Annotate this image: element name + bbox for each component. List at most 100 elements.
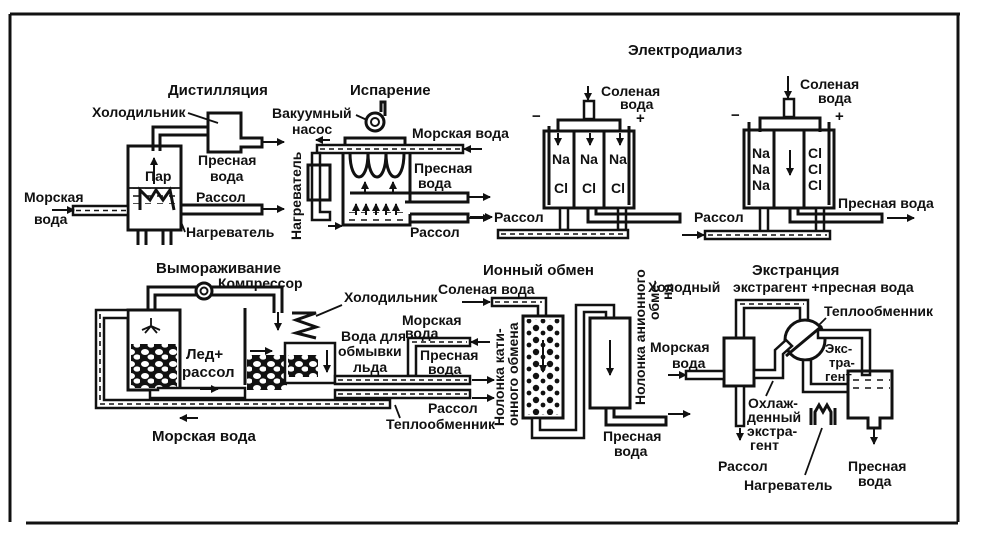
extraction-column [722, 336, 756, 388]
wash-water-label-1: Вода для [341, 328, 406, 344]
electrodialysis-cell-2: Соленая вода − + Na Na Na Cl Cl Cl Рассо… [682, 76, 934, 241]
cooled-extractant-label-1: Охлаж- [748, 395, 798, 411]
extractant-fresh-water-label: экстрагент +пресная вода [733, 279, 914, 295]
extraction-brine-pipe [734, 384, 746, 428]
sea-water-inlet-pipe [71, 204, 130, 217]
extraction-title: Экстранция [752, 262, 839, 279]
evaporation-title: Испарение [350, 82, 431, 99]
compressor-icon [194, 281, 214, 301]
electrodialysis-section: Электродиализ Соленая вода − + Na Na Na … [470, 42, 934, 241]
anion-column-label-3: на [659, 284, 675, 300]
vacuum-pump-label-2: насос [292, 121, 332, 137]
ice-brine-label-1: Лед+ [186, 346, 223, 363]
na-ion-label: Na [752, 145, 770, 161]
distillation-sea-water-label-1: Морская [24, 189, 84, 205]
extraction-fresh-water-label-2: вода [858, 473, 892, 489]
cl-ion-label: Cl [582, 180, 596, 196]
distillation-section: Дистилляция Холодильник Пар Морская вода… [24, 82, 285, 245]
extraction-separator [846, 369, 894, 430]
freezing-section: Вымораживание Компрессор Лед+ рассол Хол… [94, 260, 496, 445]
extraction-heat-exchanger-label: Теплообменник [824, 303, 934, 319]
wash-water-label-2: обмывки [338, 343, 402, 359]
distillation-heater-coil [138, 186, 176, 211]
cell1-plus-sign: + [636, 110, 645, 127]
cation-column-label-1: Нолонка кати- [491, 328, 507, 426]
evaporation-fresh-water-label-2: вода [418, 175, 452, 191]
cooled-extractant-label-3: экстра- [747, 423, 798, 439]
cell2-minus-sign: − [731, 107, 740, 124]
freezing-sea-water-label-2: вода [405, 325, 439, 341]
distillation-boiler [126, 144, 183, 232]
evaporation-brine-pipe [410, 212, 470, 224]
wash-water-label-3: льда [353, 359, 387, 375]
cell2-plus-sign: + [835, 108, 844, 125]
extraction-sea-water-pipe [684, 369, 726, 381]
ion-exchange-salt-water-label: Соленая вода [438, 281, 535, 297]
condenser-leader-line [187, 112, 219, 124]
cell1-salt-water-label-1: Соленая [601, 83, 660, 99]
cl-ion-label: Cl [611, 180, 625, 196]
fresh-water-tray [350, 191, 470, 204]
distillation-condenser [206, 111, 264, 154]
extraction-brine-label: Рассол [718, 458, 768, 474]
na-ion-label: Na [580, 151, 598, 167]
cell2-brine-pipe [703, 229, 832, 241]
cold-extractant-label: Холодный [648, 279, 720, 295]
cl-ion-label: Cl [808, 177, 822, 193]
electrodialysis-cell-1: Соленая вода − + Na Na Na Cl Cl Cl [470, 83, 682, 240]
freezing-fresh-water-label-2: вода [428, 361, 462, 377]
cell1-brine-label: Рассол [494, 209, 544, 225]
extractant-label-3: гент [825, 369, 852, 384]
evaporation-coils [348, 152, 406, 179]
na-ion-label: Na [752, 161, 770, 177]
cl-ion-label: Cl [808, 161, 822, 177]
extraction-section: Экстранция Холодный экстрагент +пресная … [648, 262, 934, 493]
cooled-extractant-label-4: гент [750, 437, 779, 453]
evaporation-brine-label: Рассол [410, 224, 460, 240]
distillation-title: Дистилляция [168, 82, 268, 99]
distillation-fresh-water-label-2: вода [210, 168, 244, 184]
figure-frame [8, 12, 960, 525]
freezing-brine-label: Рассол [428, 400, 478, 416]
ion-exchange-fresh-water-label-2: вода [614, 443, 648, 459]
freezing-condenser-coil [290, 311, 321, 340]
distillation-heater-label: Нагреватель [186, 224, 275, 240]
freezing-heat-exchanger-label: Теплообменник [386, 416, 496, 432]
extraction-heater-label: Нагреватель [744, 477, 833, 493]
extractant-label-1: Экс- [825, 341, 852, 356]
vacuum-pump-label-1: Вакуумный [272, 105, 352, 121]
compressor-label: Компрессор [218, 275, 303, 291]
brine-outlet-pipe [181, 203, 264, 216]
freezing-sea-water-label-1: Морская [402, 312, 462, 328]
evaporation-sea-water-label: Морская вода [412, 125, 509, 141]
freezer-ice [131, 344, 177, 388]
freezing-condenser-label: Холодильник [344, 289, 438, 305]
anion-column-label-1: Нолонка анионного [632, 269, 648, 405]
freezing-sea-water-loop [94, 308, 392, 410]
distillation-fresh-water-label-1: Пресная [198, 152, 256, 168]
freezing-fresh-water-label-1: Пресная [420, 347, 478, 363]
cation-exchange-column [521, 314, 565, 420]
cation-column-label-2: онного обмена [505, 322, 521, 426]
evaporation-heater [306, 163, 332, 202]
vacuum-pump-icon [364, 111, 386, 133]
ion-exchange-fresh-water-label-1: Пресная [603, 428, 661, 444]
cell1-brine-pipe [496, 228, 630, 240]
distillation-brine-label: Рассол [196, 189, 246, 205]
cl-ion-label: Cl [554, 180, 568, 196]
cell2-salt-water-label-2: вода [818, 90, 852, 106]
na-ion-label: Na [752, 177, 770, 193]
extraction-fresh-water-label-1: Пресная [848, 458, 906, 474]
evaporation-fresh-water-label-1: Пресная [414, 160, 472, 176]
vapor-arrows [352, 181, 400, 215]
freezing-title: Вымораживание [156, 260, 281, 277]
cell2-salt-water-label-1: Соленая [800, 76, 859, 92]
cell2-fresh-water-label: Пресная вода [838, 195, 934, 211]
extraction-sea-water-label-1: Морская [650, 339, 710, 355]
ion-exchange-section: Ионный обмен Соленая вода Пресная вода Н… [438, 262, 691, 459]
extraction-heater-icon [809, 401, 837, 425]
distillation-sea-water-label-2: вода [34, 211, 68, 227]
freezing-sea-water-bottom-label: Морская вода [152, 428, 256, 445]
evaporation-heater-label: Нагреватель [288, 151, 304, 240]
